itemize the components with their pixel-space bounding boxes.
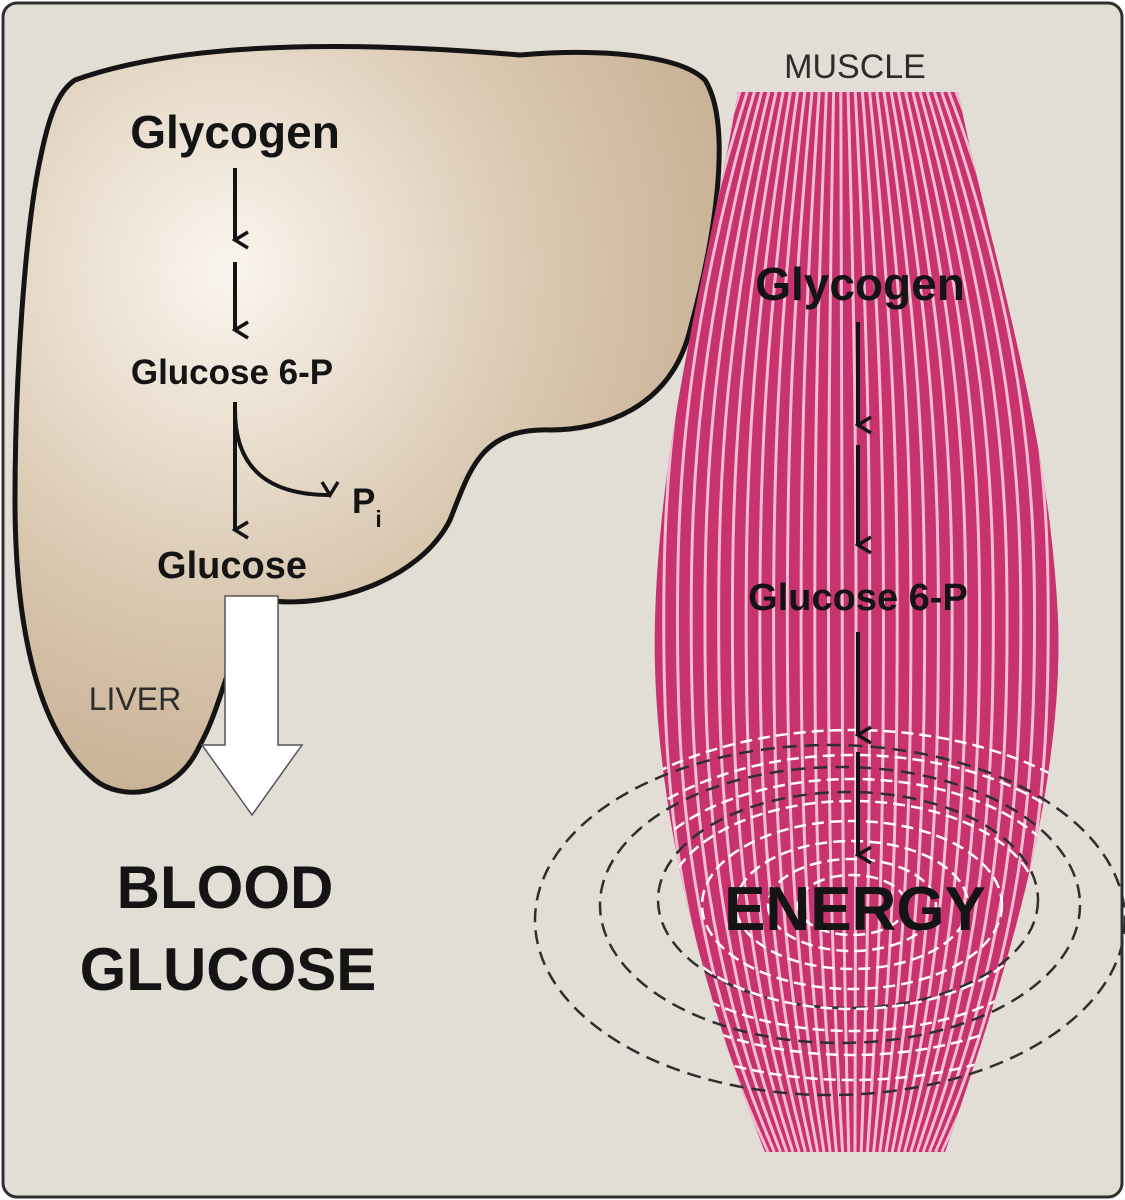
muscle-fiber-bundle: [654, 92, 1059, 1152]
muscle-fiber-highlight: [785, 92, 826, 1152]
muscle-fiber-highlight: [868, 92, 899, 1152]
muscle-fiber-highlight: [730, 92, 801, 1152]
muscle-fiber-highlight: [846, 92, 858, 1152]
liver-glycogen-label: Glycogen: [130, 106, 340, 158]
liver-glucose6p-label: Glucose 6-P: [131, 353, 333, 392]
muscle-fiber-highlight: [860, 92, 885, 1152]
muscle-fiber-highlight: [921, 92, 1009, 1152]
energy-ring-white: [796, 873, 908, 937]
muscle-fiber-highlight: [853, 92, 872, 1152]
muscle-fiber-highlight: [915, 92, 995, 1152]
muscle-fiber-highlight: [875, 92, 913, 1152]
energy-ring-white: [700, 819, 1004, 991]
hollow-down-arrow-icon: [200, 595, 304, 817]
muscle-fiber-highlight: [717, 92, 795, 1152]
liver-glucose-label: Glucose: [157, 545, 307, 587]
energy-ring-middle: [598, 765, 1082, 1045]
curved-arrow-icon: [233, 409, 330, 495]
energy-ring-white: [734, 839, 970, 971]
energy-ring-white: [654, 777, 1059, 1033]
energy-ring-outer: [533, 743, 1125, 1097]
liver-pathway-arrows: [235, 168, 330, 530]
muscle-fiber-highlight: [799, 92, 832, 1152]
muscle-glycogen-label: Glycogen: [755, 258, 965, 310]
muscle-fiber-highlight: [928, 92, 1023, 1152]
energy-rings: [533, 728, 1125, 1097]
muscle-fiber-highlight: [896, 92, 954, 1152]
muscle-fiber-highlight: [744, 92, 807, 1152]
energy-ring-white: [654, 753, 1059, 1057]
muscle-fiber-highlight: [903, 92, 968, 1152]
muscle-fiber-highlight: [813, 92, 838, 1152]
muscle-fiber-highlight: [839, 92, 851, 1152]
muscle-label: MUSCLE: [784, 48, 926, 86]
muscle-fiber-highlight: [882, 92, 927, 1152]
muscle-fiber-highlight: [889, 92, 940, 1152]
energy-ring-inner: [656, 790, 1040, 1010]
muscle-fibers: [654, 92, 1059, 1152]
muscle-fiber-highlight: [689, 92, 782, 1152]
energy-ring-white: [654, 728, 1059, 1082]
muscle-fiber-highlight: [703, 92, 789, 1152]
liver-label: LIVER: [89, 681, 181, 717]
muscle-fiber-highlight: [675, 92, 776, 1152]
phosphate-label: Pi: [352, 482, 382, 532]
muscle-fiber-highlight: [827, 92, 845, 1152]
liver-shape: [12, 43, 722, 795]
muscle-fiber-highlight: [758, 92, 814, 1152]
muscle-glucose6p-label: Glucose 6-P: [748, 577, 968, 619]
energy-ring-white: [766, 857, 938, 953]
blood-glucose-line1: BLOOD: [117, 854, 334, 921]
muscle-fiber-highlight: [772, 92, 820, 1152]
blood-glucose-line2: GLUCOSE: [80, 936, 377, 1003]
energy-label: ENERGY: [724, 875, 986, 944]
